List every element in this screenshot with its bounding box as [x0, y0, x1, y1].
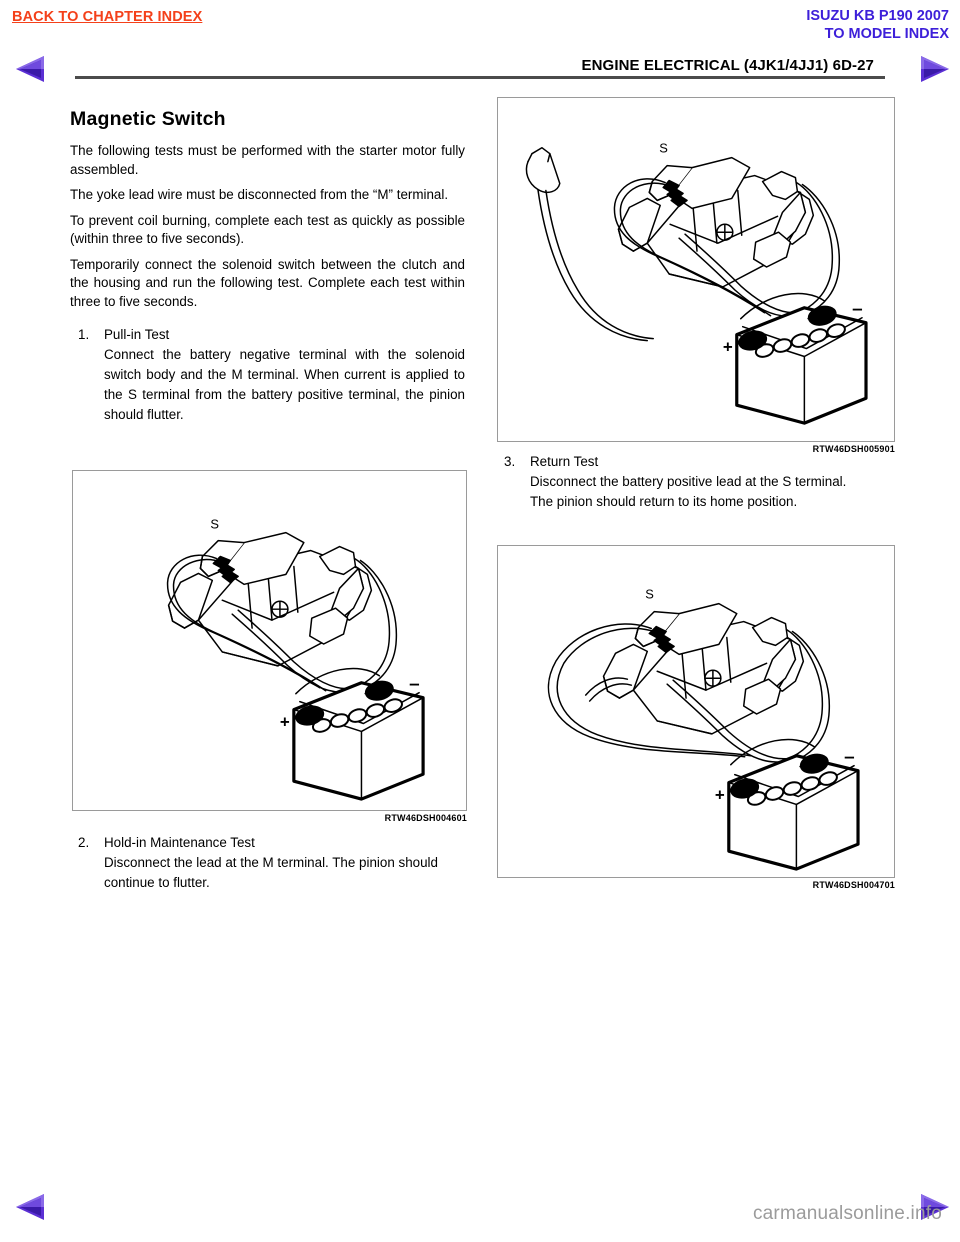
step-2-number: 2. [78, 835, 90, 850]
to-model-index-link[interactable]: TO MODEL INDEX [824, 26, 949, 42]
step-list-left: 1. Pull-in Test Connect the battery nega… [70, 325, 465, 425]
figure-starter-battery-pull-in: + – S [72, 470, 467, 811]
section-heading: Magnetic Switch [70, 108, 226, 130]
header-rule [75, 76, 885, 79]
step-item-1: 1. Pull-in Test Connect the battery nega… [70, 325, 465, 425]
s-terminal-label: S [645, 587, 654, 602]
step-3-body-2: The pinion should return to its home pos… [530, 494, 798, 509]
battery-negative-label: – [409, 674, 420, 695]
figure-2-caption: RTW46DSH005901 [812, 444, 895, 454]
step-item-2: 2. Hold-in Maintenance Test Disconnect t… [70, 833, 465, 893]
intro-paragraph-2: The yoke lead wire must be disconnected … [70, 187, 449, 202]
site-watermark: carmanualsonline.info [752, 1203, 942, 1224]
s-terminal-label: S [210, 517, 219, 532]
step-item-3: 3. Return Test Disconnect the battery po… [496, 452, 891, 512]
figure-3-caption: RTW46DSH004701 [812, 880, 895, 890]
step-2-body: Disconnect the lead at the M terminal. T… [104, 855, 438, 890]
intro-paragraph-3: To prevent coil burning, complete each t… [70, 212, 465, 247]
step-3-number: 3. [504, 454, 516, 469]
page-title: ENGINE ELECTRICAL (4JK1/4JJ1) 6D-27 [573, 57, 878, 74]
battery-positive-label: + [723, 338, 733, 357]
left-step-2-block: 2. Hold-in Maintenance Test Disconnect t… [70, 833, 465, 895]
figure-starter-battery-return-test: + – S [497, 545, 895, 878]
top-navigation-bar: BACK TO CHAPTER INDEX ISUZU KB P190 2007… [0, 0, 960, 50]
figure-3-wrapper: + – S RTW46DSH004701 [497, 545, 895, 890]
battery-negative-label: – [844, 747, 855, 768]
next-page-arrow-top[interactable] [917, 54, 951, 84]
s-terminal-label: S [659, 141, 668, 156]
back-to-chapter-index-link[interactable]: BACK TO CHAPTER INDEX [12, 9, 203, 25]
previous-page-arrow-bottom[interactable] [14, 1192, 48, 1222]
model-title: ISUZU KB P190 2007 [806, 8, 949, 24]
step-1-title: Pull-in Test [104, 327, 170, 342]
step-2-title: Hold-in Maintenance Test [104, 835, 255, 850]
next-page-arrow-bottom[interactable] [917, 1192, 951, 1222]
step-list-right: 3. Return Test Disconnect the battery po… [496, 452, 891, 512]
intro-paragraph-1: The following tests must be performed wi… [70, 143, 465, 177]
battery-negative-label: – [852, 299, 863, 320]
step-3-body: Disconnect the battery positive lead at … [530, 474, 847, 489]
figure-1-caption: RTW46DSH004601 [384, 813, 467, 823]
right-step-3-block: 3. Return Test Disconnect the battery po… [496, 452, 891, 514]
figure-starter-battery-hold-in: + – S [497, 97, 895, 442]
step-list-left-2: 2. Hold-in Maintenance Test Disconnect t… [70, 833, 465, 893]
previous-page-arrow-top[interactable] [14, 54, 48, 84]
step-1-body: Connect the battery negative terminal wi… [104, 347, 465, 422]
figure-2-wrapper: + – S RTW46DSH005901 [497, 97, 895, 454]
model-index-block: ISUZU KB P190 2007 TO MODEL INDEX [806, 7, 949, 43]
figure-1-wrapper: + – S RTW46DSH004601 [72, 470, 467, 823]
step-3-title: Return Test [530, 454, 599, 469]
step-1-number: 1. [78, 327, 90, 342]
battery-positive-label: + [280, 712, 290, 731]
battery-positive-label: + [715, 785, 725, 804]
left-text-column: Magnetic Switch The following tests must… [70, 108, 465, 427]
intro-paragraph-4: Temporarily connect the solenoid switch … [70, 256, 465, 309]
